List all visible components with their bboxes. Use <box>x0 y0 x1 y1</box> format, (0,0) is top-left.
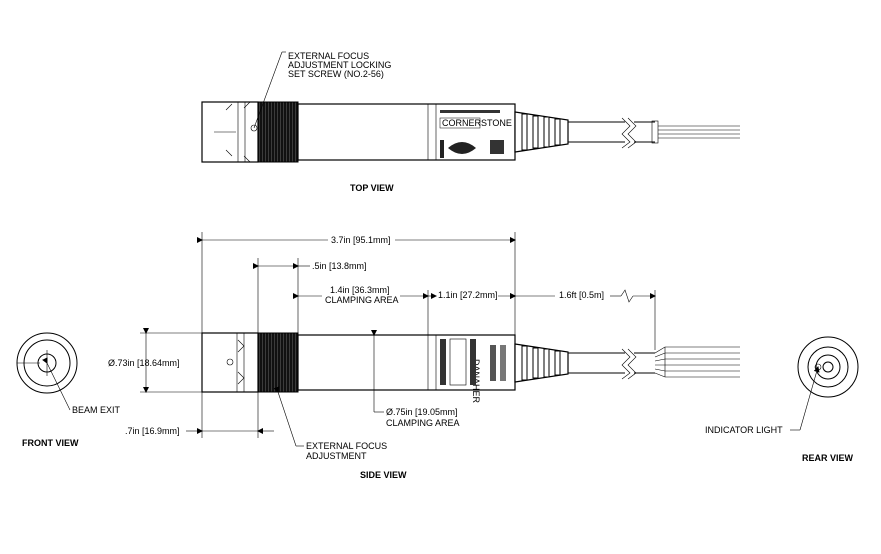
cable-length-dim: 1.6ft [0.5m] <box>559 290 604 300</box>
rear-view: INDICATOR LIGHT REAR VIEW <box>705 336 859 463</box>
clamp-length-dim: 1.4in [36.3mm] <box>330 285 390 295</box>
front-view: BEAM EXIT FRONT VIEW <box>16 332 121 448</box>
side-nose <box>201 332 259 393</box>
top-focus-knurl <box>257 101 299 163</box>
top-view: CORNERSTONE EXTERNAL FOCUS ADJUSTMENT LO… <box>201 51 740 193</box>
clamp-length-note: CLAMPING AREA <box>325 295 399 305</box>
indicator-light-label: INDICATOR LIGHT <box>705 425 783 435</box>
nose-length-dim: .7in [16.9mm] <box>125 426 180 436</box>
clamp-diameter-note: CLAMPING AREA <box>386 418 460 428</box>
front-view-title: FRONT VIEW <box>22 438 79 448</box>
rear-length-dim: 1.1in [27.2mm] <box>438 290 498 300</box>
locking-screw-line3: SET SCREW (NO.2-56) <box>288 69 384 79</box>
side-body <box>297 334 516 391</box>
focus-offset-dim: .5in [13.8mm] <box>312 261 367 271</box>
overall-length-dim: 3.7in [95.1mm] <box>331 235 391 245</box>
set-screw-icon <box>250 124 258 132</box>
top-company-text: CORNERSTONE <box>442 118 512 128</box>
top-view-title: TOP VIEW <box>350 183 394 193</box>
top-body <box>297 103 516 161</box>
side-view: DANAHER 3.7in [95.1mm] <box>108 232 740 480</box>
locking-screw-line2: ADJUSTMENT LOCKING <box>288 60 391 70</box>
side-focus-knurl <box>257 332 299 393</box>
side-view-title: SIDE VIEW <box>360 470 407 480</box>
rear-view-title: REAR VIEW <box>802 453 854 463</box>
focus-adjust-line2: ADJUSTMENT <box>306 451 367 461</box>
focus-adjust-line1: EXTERNAL FOCUS <box>306 441 387 451</box>
beam-exit-label: BEAM EXIT <box>72 405 121 415</box>
front-diameter-dim: Ø.73in [18.64mm] <box>108 358 180 368</box>
locking-screw-line1: EXTERNAL FOCUS <box>288 51 369 61</box>
clamp-diameter-dim: Ø.75in [19.05mm] <box>386 407 458 417</box>
